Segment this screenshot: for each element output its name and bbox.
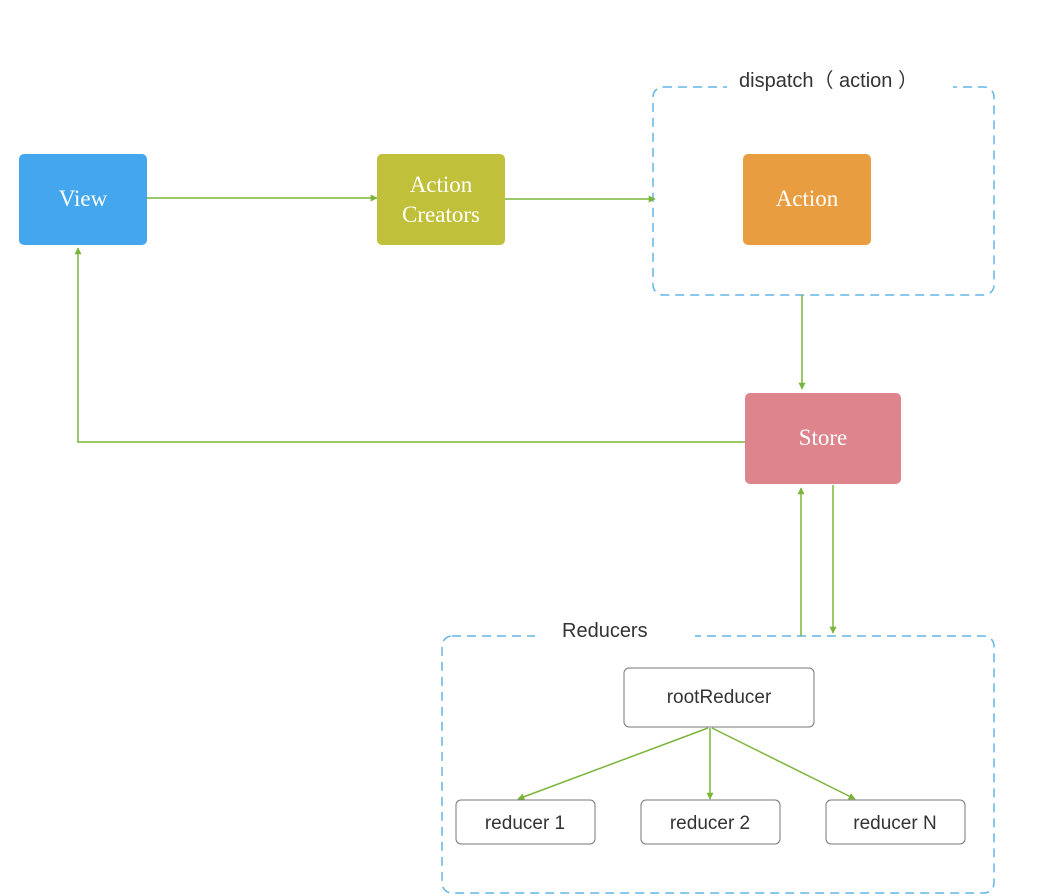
- reducer-1-label: reducer 1: [485, 813, 565, 834]
- reducer-2-node: reducer 2: [640, 799, 781, 845]
- reducer-1-node: reducer 1: [455, 799, 596, 845]
- action-creators-label-line2: Creators: [402, 202, 480, 227]
- dispatch-group-label: dispatch（ action ）: [739, 69, 918, 92]
- connectors: [74, 194, 856, 801]
- store-node: Store: [745, 393, 901, 484]
- action-node-label: Action: [776, 186, 839, 211]
- root-reducer-label: rootReducer: [667, 687, 772, 708]
- action-creators-label-line1: Action: [410, 172, 473, 197]
- store-node-label: Store: [799, 425, 848, 450]
- root-reducer-node: rootReducer: [623, 667, 815, 728]
- reducer-n-node: reducer N: [825, 799, 966, 845]
- dispatch-group: dispatch（ action ）: [652, 69, 995, 296]
- action-node: Action: [743, 154, 871, 245]
- reducers-group: Reducers: [441, 620, 995, 894]
- arrow-root-to-reducer-n: [711, 727, 856, 800]
- reducers-group-label: Reducers: [562, 620, 648, 642]
- reducer-n-label: reducer N: [853, 813, 936, 834]
- reducer-2-label: reducer 2: [670, 813, 750, 834]
- action-creators-node: Action Creators: [377, 154, 505, 245]
- view-node-label: View: [59, 186, 108, 211]
- arrow-store-to-view: [74, 247, 745, 443]
- view-node: View: [19, 154, 147, 245]
- arrow-root-to-reducer-1: [517, 727, 709, 801]
